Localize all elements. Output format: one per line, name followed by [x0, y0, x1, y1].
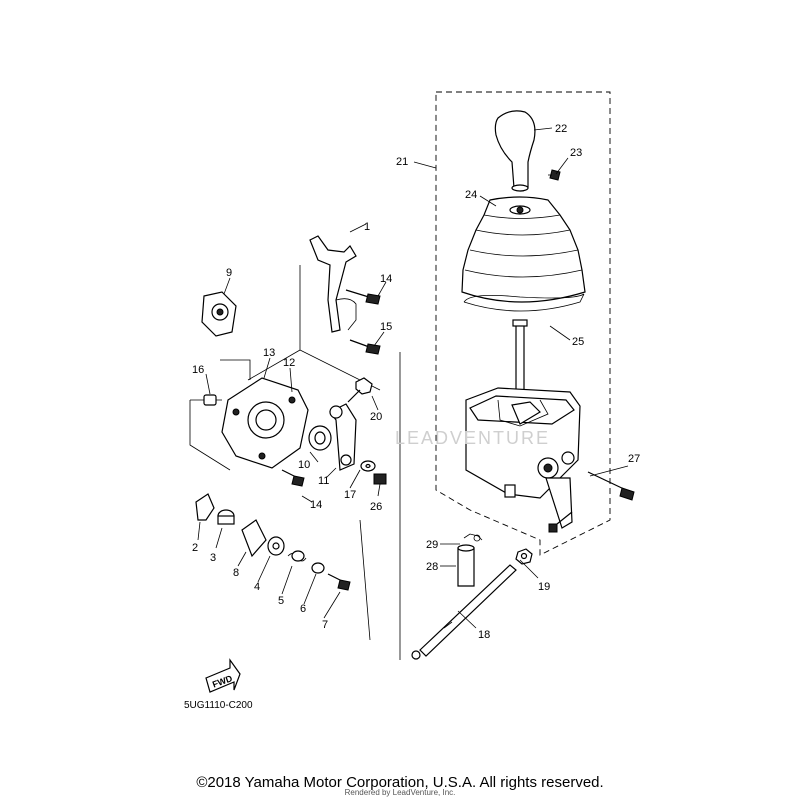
collar	[457, 544, 475, 587]
callout-29: 29	[426, 539, 438, 551]
callouts: 22 23 24 21 25 27 19 18 29 28 1 14 15 9 …	[192, 123, 640, 641]
callout-13: 13	[263, 347, 275, 359]
stopper-lever	[195, 493, 215, 521]
nut-20	[347, 377, 373, 403]
callout-28: 28	[426, 561, 438, 573]
bolt-14-lower	[281, 469, 305, 487]
bolt-housing-lower	[548, 511, 573, 533]
callout-4: 4	[254, 581, 260, 593]
bearing	[308, 425, 332, 451]
callout-1: 1	[364, 221, 370, 233]
callout-10: 10	[298, 459, 310, 471]
callout-21: 21	[396, 156, 408, 168]
callout-12: 12	[283, 357, 295, 369]
shift-arm-bracket	[309, 235, 357, 333]
callout-14b: 14	[310, 499, 322, 511]
pin-16	[203, 394, 217, 406]
shift-housing	[465, 387, 581, 529]
bearing-housing	[221, 377, 309, 469]
callout-22: 22	[555, 123, 567, 135]
segment-8	[241, 519, 267, 558]
clip	[463, 533, 483, 542]
leader-lines	[197, 127, 629, 629]
bolt-27	[587, 471, 635, 501]
callout-20: 20	[370, 411, 382, 423]
copyright-text: ©2018 Yamaha Motor Corporation, U.S.A. A…	[196, 774, 604, 791]
callout-8: 8	[233, 567, 239, 579]
shift-boot	[461, 196, 586, 303]
callout-23: 23	[570, 147, 582, 159]
diagram-code: 5UG1110-C200	[184, 700, 253, 711]
shift-knob	[494, 110, 536, 192]
watermark: LEADVENTURE	[395, 428, 551, 448]
boot-spring	[463, 293, 585, 312]
collar-3	[217, 509, 235, 525]
callout-2: 2	[192, 542, 198, 554]
assembly-boundary	[435, 91, 611, 556]
bolt-7	[327, 573, 351, 591]
callout-18: 18	[478, 629, 490, 641]
bolt-14-upper	[345, 289, 381, 305]
shift-drum-segment	[201, 291, 237, 337]
spring-5	[287, 550, 307, 562]
washer-4	[267, 536, 285, 556]
callout-3: 3	[210, 552, 216, 564]
nut-19	[515, 548, 533, 565]
shift-arm-link	[329, 403, 357, 471]
callout-26: 26	[370, 501, 382, 513]
washer-17	[360, 460, 376, 472]
callout-19: 19	[538, 581, 550, 593]
callout-6: 6	[300, 603, 306, 615]
fwd-arrow-icon: FWD	[205, 658, 241, 693]
callout-11: 11	[318, 475, 329, 487]
bolt-15	[349, 339, 381, 355]
callout-25: 25	[572, 336, 584, 348]
callout-17: 17	[344, 489, 356, 501]
callout-14a: 14	[380, 273, 392, 285]
shift-rod	[411, 564, 517, 660]
callout-15: 15	[380, 321, 392, 333]
callout-5: 5	[278, 595, 284, 607]
callout-24: 24	[465, 189, 477, 201]
washer-6	[311, 562, 325, 574]
callout-9: 9	[226, 267, 232, 279]
credit-text: Rendered by LeadVenture, Inc.	[344, 788, 456, 797]
bolt-26	[373, 473, 387, 485]
callout-16: 16	[192, 364, 204, 376]
callout-7: 7	[322, 619, 328, 631]
callout-27: 27	[628, 453, 640, 465]
